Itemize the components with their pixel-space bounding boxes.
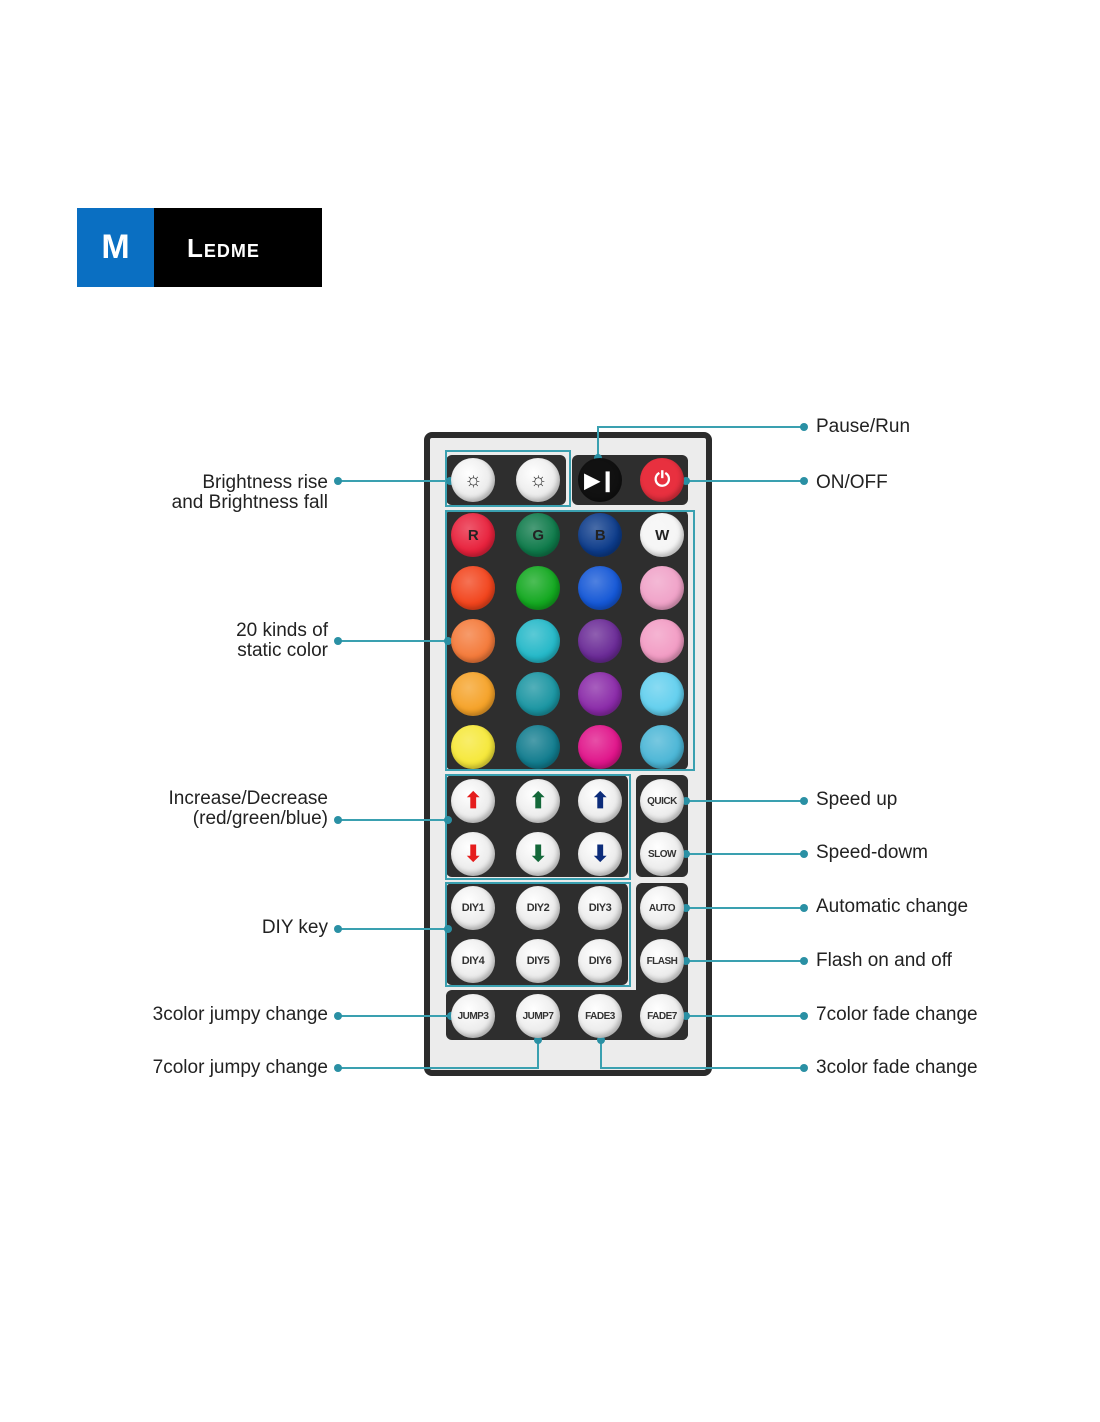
- label-line: Increase/Decrease: [168, 788, 328, 809]
- brightness-down-button[interactable]: ☼: [516, 458, 560, 502]
- label-speed-up: Speed up: [816, 789, 898, 810]
- color-button[interactable]: [451, 619, 495, 663]
- slow-button[interactable]: SLOW: [640, 832, 684, 876]
- diy6-button[interactable]: DIY6: [578, 939, 622, 983]
- decrease-button[interactable]: ⬇: [578, 832, 622, 876]
- sun-down-icon: ☼: [529, 468, 547, 491]
- flash-button[interactable]: FLASH: [640, 939, 684, 983]
- color-button[interactable]: [516, 725, 560, 769]
- color-button[interactable]: [451, 566, 495, 610]
- diy1-button[interactable]: DIY1: [451, 886, 495, 930]
- arrow-up-icon: ⬆: [464, 788, 482, 813]
- diy4-button[interactable]: DIY4: [451, 939, 495, 983]
- color-button[interactable]: [640, 672, 684, 716]
- auto-button[interactable]: AUTO: [640, 886, 684, 930]
- quick-button[interactable]: QUICK: [640, 779, 684, 823]
- sun-up-icon: ☼: [464, 468, 482, 491]
- increase-button[interactable]: ⬆: [516, 779, 560, 823]
- fade3-button[interactable]: FADE3: [578, 994, 622, 1038]
- arrow-down-icon: ⬇: [464, 841, 482, 866]
- logo-name: Ledme: [187, 233, 260, 263]
- increase-button[interactable]: ⬆: [451, 779, 495, 823]
- label-speed-down: Speed-dowm: [816, 842, 928, 863]
- fade7-button[interactable]: FADE7: [640, 994, 684, 1038]
- play-pause-icon: ▶❙: [584, 469, 616, 492]
- color-button[interactable]: [578, 619, 622, 663]
- pause-run-button[interactable]: ▶❙: [578, 458, 622, 502]
- brightness-up-button[interactable]: ☼: [451, 458, 495, 502]
- label-flash: Flash on and off: [816, 950, 952, 971]
- color-button[interactable]: [640, 566, 684, 610]
- label-line: 20 kinds of: [236, 620, 328, 641]
- color-button[interactable]: [640, 725, 684, 769]
- arrow-down-icon: ⬇: [591, 841, 609, 866]
- label-on-off: ON/OFF: [816, 472, 888, 493]
- color-button[interactable]: [578, 566, 622, 610]
- color-button[interactable]: [516, 672, 560, 716]
- label-fade3: 3color fade change: [816, 1057, 978, 1078]
- label-line: Brightness rise: [202, 472, 328, 493]
- label-auto: Automatic change: [816, 896, 969, 917]
- brand-logo: M Ledme: [77, 208, 322, 287]
- color-button[interactable]: [578, 725, 622, 769]
- diy5-button[interactable]: DIY5: [516, 939, 560, 983]
- label-diy: DIY key: [261, 917, 328, 938]
- logo-mark: M: [77, 208, 154, 287]
- decrease-button[interactable]: ⬇: [451, 832, 495, 876]
- label-line: and Brightness fall: [171, 492, 328, 513]
- label-fade7: 7color fade change: [816, 1004, 978, 1025]
- color-button[interactable]: [451, 725, 495, 769]
- color-button[interactable]: B: [578, 513, 622, 557]
- color-button[interactable]: [516, 566, 560, 610]
- color-button[interactable]: [516, 619, 560, 663]
- label-jump7: 7color jumpy change: [152, 1057, 328, 1078]
- arrow-up-icon: ⬆: [529, 788, 547, 813]
- diy2-button[interactable]: DIY2: [516, 886, 560, 930]
- color-button[interactable]: R: [451, 513, 495, 557]
- increase-button[interactable]: ⬆: [578, 779, 622, 823]
- power-button[interactable]: ⏻: [640, 458, 684, 502]
- diy3-button[interactable]: DIY3: [578, 886, 622, 930]
- color-button[interactable]: W: [640, 513, 684, 557]
- decrease-button[interactable]: ⬇: [516, 832, 560, 876]
- color-button[interactable]: [640, 619, 684, 663]
- arrow-down-icon: ⬇: [529, 841, 547, 866]
- color-button[interactable]: [451, 672, 495, 716]
- label-jump3: 3color jumpy change: [152, 1004, 328, 1025]
- arrow-up-icon: ⬆: [591, 788, 609, 813]
- jump3-button[interactable]: JUMP3: [451, 994, 495, 1038]
- color-button[interactable]: [578, 672, 622, 716]
- power-icon: ⏻: [654, 468, 670, 491]
- jump7-button[interactable]: JUMP7: [516, 994, 560, 1038]
- label-line: (red/green/blue): [192, 808, 328, 829]
- label-increase-decrease: Increase/Decrease(red/green/blue): [169, 789, 328, 829]
- label-pause-run: Pause/Run: [816, 416, 911, 437]
- label-line: static color: [237, 640, 328, 661]
- color-button[interactable]: G: [516, 513, 560, 557]
